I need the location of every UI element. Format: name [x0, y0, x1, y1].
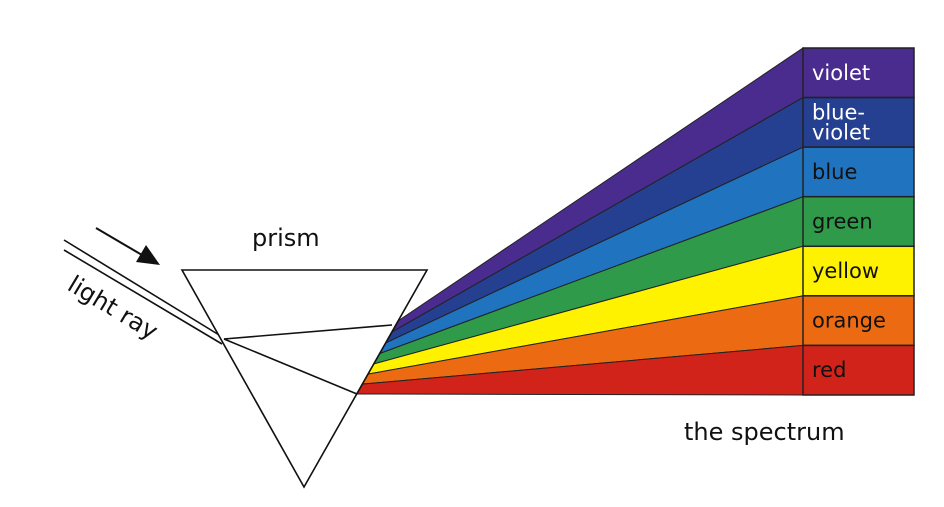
band-cell-blue: [802, 146, 915, 198]
ray-direction-arrow-icon: [95, 227, 160, 265]
band-label-violet: violet: [812, 61, 870, 85]
band-label-orange: orange: [812, 309, 886, 333]
band-label-line: blue-: [812, 100, 865, 124]
spectrum-fan: [356, 47, 804, 396]
refracted-rays: [223, 324, 393, 395]
band-label-line: red: [812, 358, 846, 382]
band-cell-green: [802, 195, 915, 248]
band-label-yellow: yellow: [812, 259, 879, 283]
spectrum-label: the spectrum: [684, 418, 845, 446]
band-cell-red: [802, 344, 915, 396]
prism-label: prism: [252, 224, 320, 252]
light-ray: [63, 239, 225, 345]
band-label-line: green: [812, 210, 873, 234]
band-label-line: violet: [812, 61, 870, 85]
band-label-line: yellow: [812, 259, 879, 283]
band-label-green: green: [812, 210, 873, 234]
band-label-red: red: [812, 358, 846, 382]
prism-triangle: [180, 269, 429, 489]
light-ray-label: light ray: [63, 270, 163, 345]
band-label-blue: blue: [812, 160, 857, 184]
band-label-line: blue: [812, 160, 857, 184]
band-cell-orange: [802, 295, 915, 347]
band-label-blue-violet: blue-violet: [812, 100, 870, 144]
band-label-line: orange: [812, 309, 886, 333]
spectrum-band-box: violetblue-violetbluegreenyelloworangere…: [802, 47, 915, 396]
band-label-line: violet: [812, 120, 870, 144]
